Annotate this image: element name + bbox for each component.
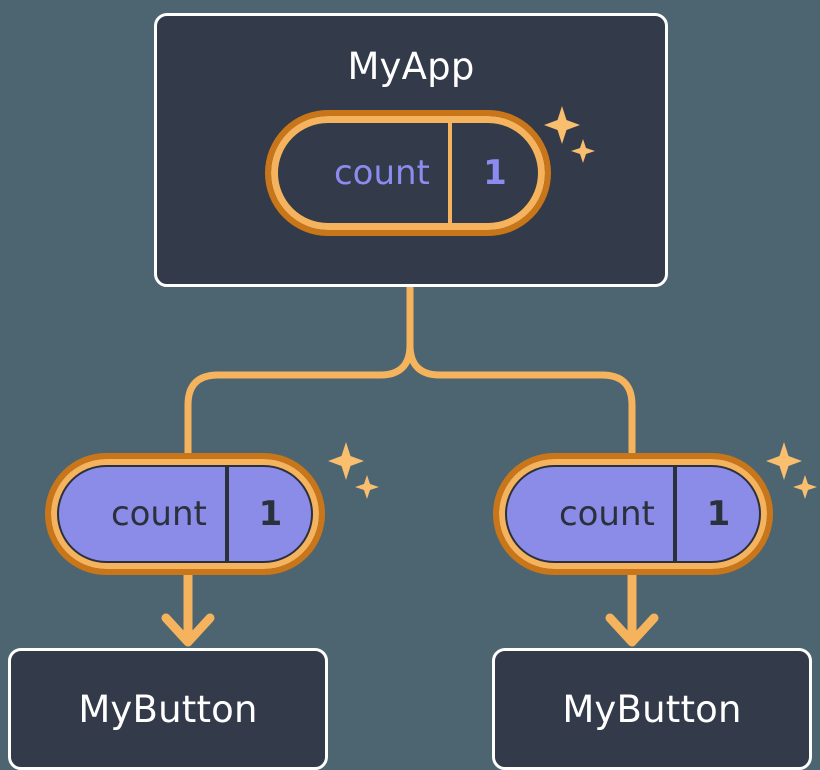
state-pill-child-left[interactable]: count 1 — [45, 453, 325, 575]
sparkle-star-large — [766, 442, 802, 480]
connector-trunk-split-right — [406, 341, 636, 466]
state-name-label: count — [558, 494, 655, 534]
state-pill-body: count 1 — [45, 453, 325, 575]
state-pill-name-cell: count — [506, 466, 673, 562]
component-title-mybutton-right: MyButton — [562, 687, 742, 731]
state-pill-name-cell: count — [278, 123, 448, 223]
state-pill-name-cell: count — [58, 466, 225, 562]
state-pill-body: count 1 — [265, 110, 551, 236]
sparkle-star-large — [328, 442, 364, 480]
arrow-down-icon-left — [161, 613, 215, 647]
state-name-label: count — [110, 494, 207, 534]
component-title-myapp: MyApp — [347, 45, 475, 88]
state-value-label: 1 — [706, 494, 731, 534]
component-title-mybutton-left: MyButton — [78, 687, 258, 731]
state-value-label: 1 — [258, 494, 283, 534]
sparkle-icon-child-right — [766, 442, 817, 499]
state-value-label: 1 — [483, 153, 507, 193]
state-pill-value-cell: 1 — [672, 466, 760, 562]
sparkle-star-small — [793, 475, 817, 499]
state-pill-value-cell: 1 — [224, 466, 312, 562]
sparkle-icon-child-left — [328, 442, 379, 499]
state-name-label: count — [333, 153, 430, 193]
state-pill-myapp[interactable]: count 1 — [265, 110, 551, 236]
arrow-down-icon-right — [605, 613, 659, 647]
sparkle-star-small — [355, 475, 379, 499]
state-pill-body: count 1 — [493, 453, 773, 575]
connector-trunk-split — [184, 283, 414, 466]
component-box-mybutton-right[interactable]: MyButton — [492, 648, 812, 770]
component-box-mybutton-left[interactable]: MyButton — [8, 648, 328, 770]
state-pill-value-cell: 1 — [447, 123, 538, 223]
state-pill-child-right[interactable]: count 1 — [493, 453, 773, 575]
